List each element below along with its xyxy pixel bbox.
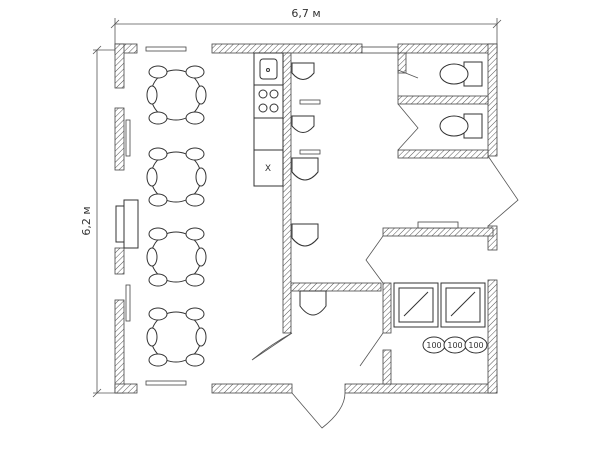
washbasins — [291, 62, 327, 316]
dining-table-3 — [146, 227, 207, 287]
dining-area — [146, 65, 207, 367]
dining-table-1 — [146, 65, 207, 125]
dining-table-2 — [146, 147, 207, 207]
water-heaters — [422, 336, 488, 354]
water-heater-2-label: 100 — [447, 341, 462, 350]
toilets — [439, 61, 483, 139]
toilet-1 — [439, 61, 483, 87]
width-label: 6,7 м — [291, 7, 320, 20]
doors — [251, 69, 519, 429]
left-wall-unit — [115, 199, 139, 249]
water-heater-1-label: 100 — [426, 341, 441, 350]
height-label: 6,2 м — [80, 206, 93, 235]
kitchen-oven — [253, 149, 284, 187]
windows — [125, 46, 459, 386]
shower-trays — [393, 282, 486, 328]
kitchen-stove — [253, 84, 284, 119]
water-heater-3-label: 100 — [468, 341, 483, 350]
toilet-2 — [439, 113, 483, 139]
kitchen — [253, 52, 284, 187]
kitchen-counter — [253, 117, 284, 151]
stove-mark: X — [265, 164, 271, 174]
dining-table-4 — [146, 307, 207, 367]
width-dimension — [110, 18, 502, 44]
